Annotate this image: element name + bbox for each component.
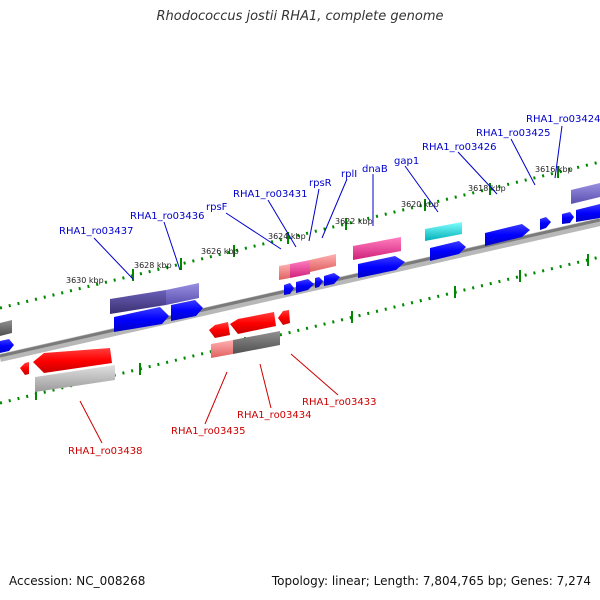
- reverse-tick-line: [0, 255, 600, 405]
- ruler-label: 3630 kbp: [66, 276, 104, 285]
- genome-summary: Topology: linear; Length: 7,804,765 bp; …: [271, 574, 591, 588]
- forward-leader-lines: [93, 125, 563, 280]
- ruler-label: 3624 kbp: [268, 232, 306, 241]
- ruler-label: 3628 kbp: [134, 261, 172, 270]
- forward-gene-boxes[interactable]: [0, 183, 600, 336]
- reverse-gene-label: RHA1_ro03433: [302, 397, 377, 408]
- forward-cds-arrows[interactable]: [0, 204, 600, 353]
- ruler-label: 3616 kbp: [535, 165, 573, 174]
- reverse-leader-lines: [79, 353, 339, 444]
- forward-gene-label: RHA1_ro03436: [130, 211, 205, 222]
- forward-gene-label: rpsR: [309, 178, 332, 189]
- forward-gene-label: rplI: [341, 169, 357, 180]
- ruler-label: 3618 kbp: [468, 184, 506, 193]
- forward-gene-label: rpsF: [206, 202, 228, 213]
- reverse-gene-label: RHA1_ro03434: [237, 410, 312, 421]
- ruler-label: 3620 kbp: [401, 200, 439, 209]
- ruler-label: 3626 kbp: [201, 247, 239, 256]
- forward-gene-label: gap1: [394, 156, 419, 167]
- forward-gene-label: dnaB: [362, 164, 388, 175]
- forward-gene-label: RHA1_ro03426: [422, 142, 497, 153]
- accession-text: Accession: NC_008268: [9, 574, 146, 588]
- forward-tick-line: [0, 160, 600, 310]
- reverse-gene-label: RHA1_ro03438: [68, 446, 143, 457]
- reverse-cds-arrows[interactable]: [20, 310, 290, 375]
- reverse-gene-label: RHA1_ro03435: [171, 426, 246, 437]
- forward-gene-label: RHA1_ro03437: [59, 226, 134, 237]
- map-title: Rhodococcus jostii RHA1, complete genome: [156, 9, 444, 24]
- ruler-label: 3622 kbp: [335, 217, 373, 226]
- forward-gene-label: RHA1_ro03425: [476, 128, 551, 139]
- forward-gene-label: RHA1_ro03431: [233, 189, 308, 200]
- forward-gene-label: RHA1_ro03424: [526, 114, 600, 125]
- reverse-gene-boxes[interactable]: [35, 331, 280, 392]
